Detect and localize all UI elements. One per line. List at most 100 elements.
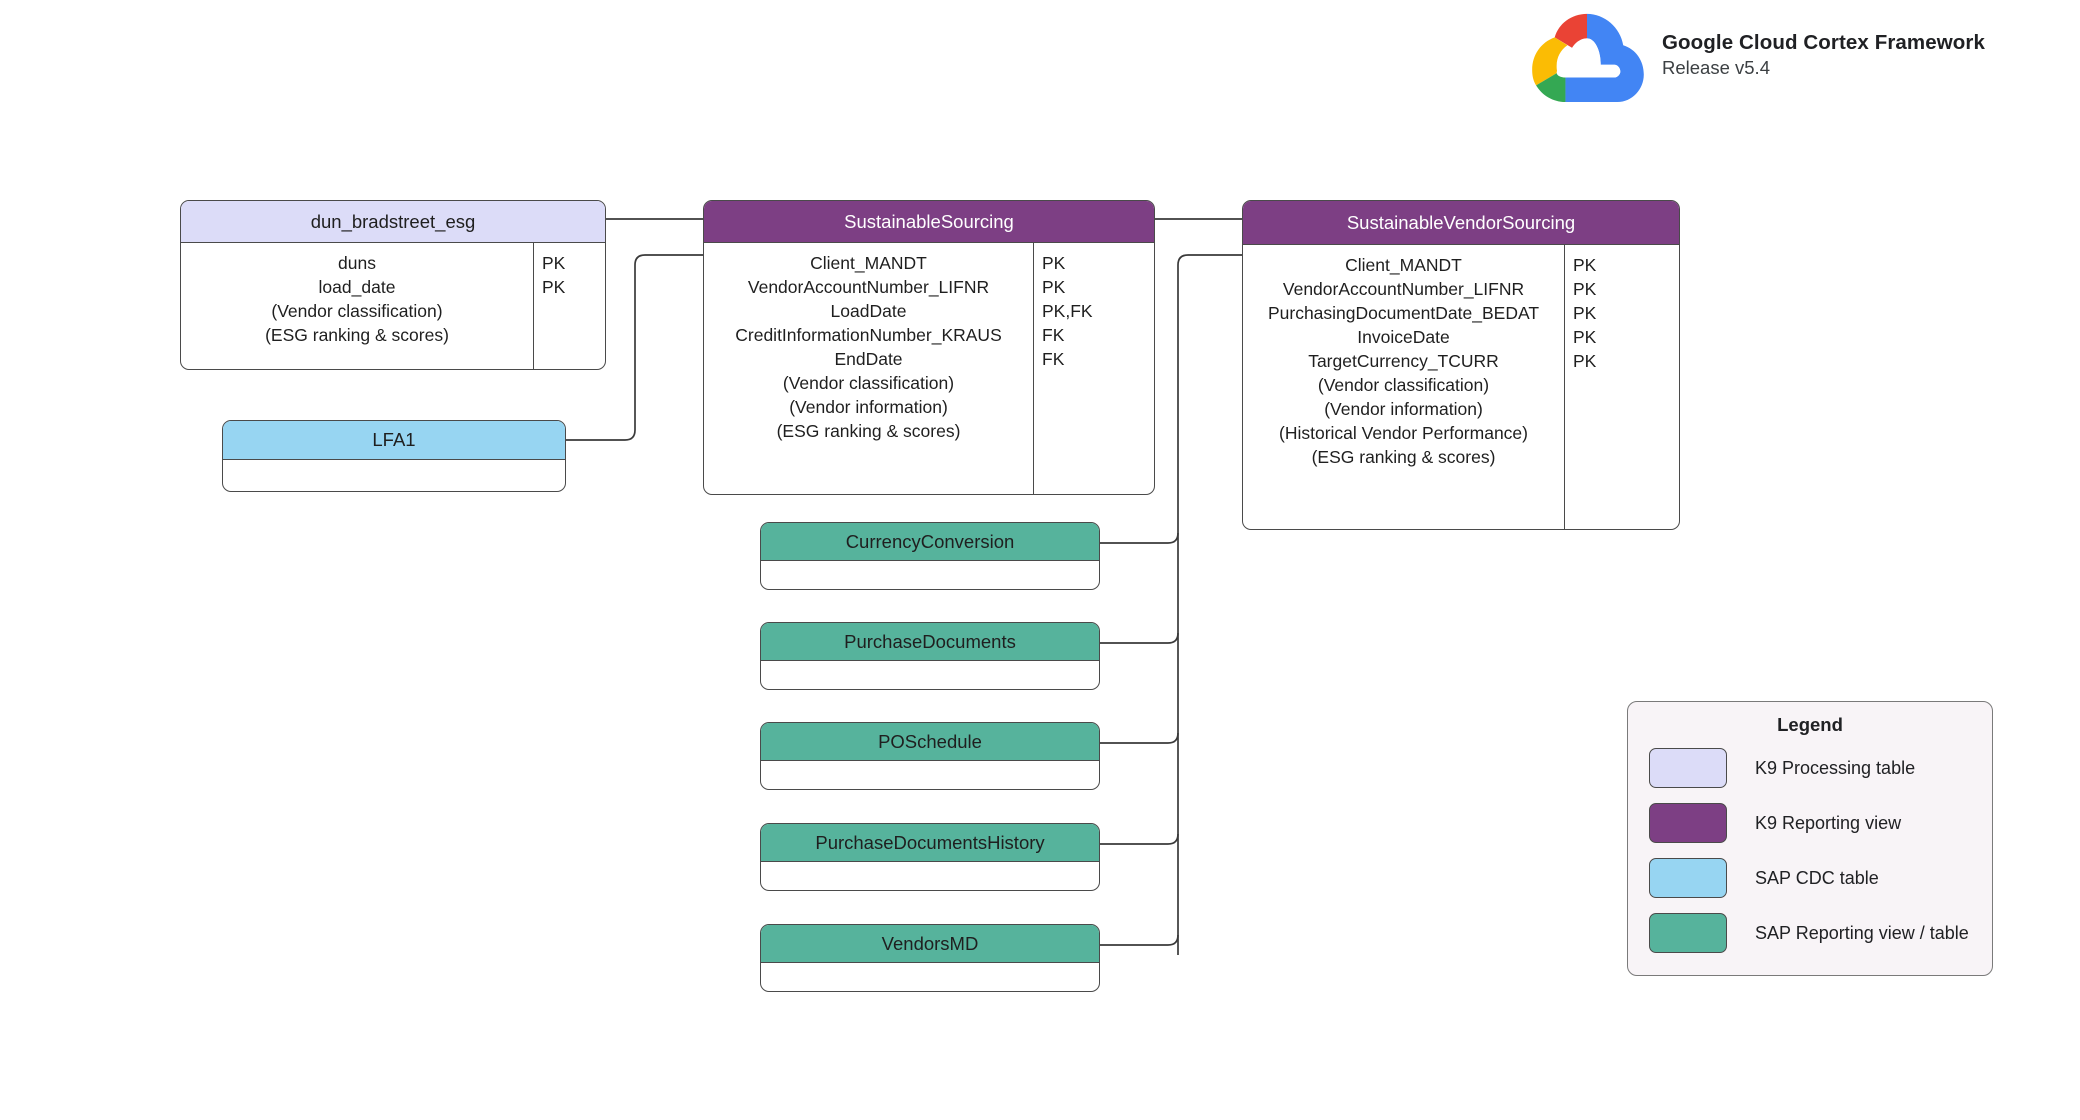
attribute-name: (Vendor information) xyxy=(789,396,948,417)
attribute-name: (ESG ranking & scores) xyxy=(265,324,449,345)
entity-body-lfa1 xyxy=(223,460,565,491)
entity-body-po-schedule xyxy=(761,761,1099,789)
attribute-name: (Historical Vendor Performance) xyxy=(1279,422,1528,443)
entity-purchase-documents-history[interactable]: PurchaseDocumentsHistory xyxy=(760,823,1100,891)
entity-vendors-md[interactable]: VendorsMD xyxy=(760,924,1100,992)
entity-header-po-schedule: POSchedule xyxy=(761,723,1099,761)
attribute-row: load_date PK xyxy=(181,275,605,299)
key-column-divider xyxy=(1033,243,1034,494)
entity-title: VendorsMD xyxy=(881,932,979,954)
attribute-row: (Historical Vendor Performance) xyxy=(1243,421,1679,445)
legend-label: SAP Reporting view / table xyxy=(1755,922,1969,943)
attribute-name: (ESG ranking & scores) xyxy=(776,420,961,441)
legend-label: K9 Reporting view xyxy=(1755,812,1902,833)
attribute-key: PK xyxy=(1573,350,1597,371)
attribute-row: (Vendor information) xyxy=(1243,397,1679,421)
entity-title: CurrencyConversion xyxy=(845,530,1015,552)
entity-body-sustainable-vendor-sourcing: Client_MANDT PK VendorAccountNumber_LIFN… xyxy=(1243,245,1679,529)
attribute-name: (Vendor classification) xyxy=(1317,374,1490,395)
legend-item-sap-reporting-view-table: SAP Reporting view / table xyxy=(1628,910,1992,956)
entity-header-lfa1: LFA1 xyxy=(223,421,565,460)
attribute-row: (Vendor classification) xyxy=(704,371,1154,395)
legend-item-k9-processing-table: K9 Processing table xyxy=(1628,745,1992,791)
connector-currency-conversion-to-bus xyxy=(1100,532,1179,544)
attribute-name: (Vendor information) xyxy=(1324,398,1483,419)
attribute-row: VendorAccountNumber_LIFNR PK xyxy=(1243,277,1679,301)
attribute-key: FK xyxy=(1042,348,1065,369)
attribute-name: LoadDate xyxy=(830,300,907,321)
attribute-key: PK xyxy=(542,276,566,297)
attribute-key: PK,FK xyxy=(1042,300,1093,321)
attribute-name: PurchasingDocumentDate_BEDAT xyxy=(1267,302,1540,323)
google-cloud-logo xyxy=(1532,13,1644,102)
entity-body-sustainable-sourcing: Client_MANDT PK VendorAccountNumber_LIFN… xyxy=(704,243,1154,494)
attribute-row: InvoiceDate PK xyxy=(1243,325,1679,349)
legend-title: Legend xyxy=(1777,714,1843,735)
entity-po-schedule[interactable]: POSchedule xyxy=(760,722,1100,790)
entity-title: PurchaseDocuments xyxy=(844,630,1016,652)
connector-vendors-md-to-bus xyxy=(1100,934,1179,946)
entity-title: PurchaseDocumentsHistory xyxy=(815,831,1045,853)
attribute-key: PK xyxy=(1573,254,1597,275)
legend-label: SAP CDC table xyxy=(1755,867,1879,888)
attribute-key: PK xyxy=(1573,278,1597,299)
entity-title: SustainableSourcing xyxy=(844,210,1014,232)
entity-dun-bradstreet-esg[interactable]: dun_bradstreet_esg duns PK load_date PK … xyxy=(180,200,606,370)
attribute-key: PK xyxy=(542,252,566,273)
attribute-name: load_date xyxy=(318,276,396,297)
attribute-name: VendorAccountNumber_LIFNR xyxy=(1282,278,1525,299)
entity-currency-conversion[interactable]: CurrencyConversion xyxy=(760,522,1100,590)
attribute-name: CreditInformationNumber_KRAUS xyxy=(735,324,1002,345)
entity-header-purchase-documents: PurchaseDocuments xyxy=(761,623,1099,661)
entity-sustainable-sourcing[interactable]: SustainableSourcing Client_MANDT PK Vend… xyxy=(703,200,1155,495)
key-column-divider xyxy=(1564,245,1565,529)
attribute-row: (ESG ranking & scores) xyxy=(1243,445,1679,469)
entity-sustainable-vendor-sourcing[interactable]: SustainableVendorSourcing Client_MANDT P… xyxy=(1242,200,1680,530)
attribute-key: PK xyxy=(1573,302,1597,323)
attribute-name: Client_MANDT xyxy=(810,252,927,273)
attribute-name: TargetCurrency_TCURR xyxy=(1308,350,1499,371)
attribute-row: (Vendor information) xyxy=(704,395,1154,419)
legend-swatch-sap-cdc-table xyxy=(1649,858,1727,898)
brand-title: Google Cloud Cortex Framework xyxy=(1662,31,1985,55)
attribute-name: VendorAccountNumber_LIFNR xyxy=(747,276,990,297)
legend-label: K9 Processing table xyxy=(1755,757,1916,778)
entity-header-sustainable-vendor-sourcing: SustainableVendorSourcing xyxy=(1243,201,1679,245)
entity-purchase-documents[interactable]: PurchaseDocuments xyxy=(760,622,1100,690)
entity-header-purchase-documents-history: PurchaseDocumentsHistory xyxy=(761,824,1099,862)
attribute-name: Client_MANDT xyxy=(1345,254,1462,275)
entity-body-purchase-documents xyxy=(761,661,1099,689)
attribute-row: LoadDate PK,FK xyxy=(704,299,1154,323)
attribute-row: EndDate FK xyxy=(704,347,1154,371)
legend-panel: Legend K9 Processing table K9 Reporting … xyxy=(1627,701,1993,976)
legend-swatch-k9-reporting-view xyxy=(1649,803,1727,843)
attribute-row: Client_MANDT PK xyxy=(704,251,1154,275)
entity-header-sustainable-sourcing: SustainableSourcing xyxy=(704,201,1154,243)
attribute-row: (Vendor classification) xyxy=(181,299,605,323)
connector-bus-to-vendor-sourcing xyxy=(1177,254,1242,955)
attribute-key: PK xyxy=(1573,326,1597,347)
brand-header: Google Cloud Cortex Framework Release v5… xyxy=(1528,8,1985,102)
attribute-name: (Vendor classification) xyxy=(782,372,955,393)
attribute-key: FK xyxy=(1042,324,1065,345)
legend-swatch-k9-processing-table xyxy=(1649,748,1727,788)
brand-release: Release v5.4 xyxy=(1662,57,1770,79)
connector-purchase-documents-history-to-bus xyxy=(1100,833,1179,845)
attribute-row: (ESG ranking & scores) xyxy=(704,419,1154,443)
connector-purchase-documents-to-bus xyxy=(1100,632,1179,644)
attribute-row: TargetCurrency_TCURR PK xyxy=(1243,349,1679,373)
legend-item-sap-cdc-table: SAP CDC table xyxy=(1628,855,1992,901)
entity-title: SustainableVendorSourcing xyxy=(1346,211,1576,233)
legend-swatch-sap-reporting-view-table xyxy=(1649,913,1727,953)
entity-body-currency-conversion xyxy=(761,561,1099,589)
attribute-name: EndDate xyxy=(834,348,903,369)
entity-header-dun-bradstreet-esg: dun_bradstreet_esg xyxy=(181,201,605,243)
attribute-row: (Vendor classification) xyxy=(1243,373,1679,397)
attribute-row: (ESG ranking & scores) xyxy=(181,323,605,347)
entity-title: LFA1 xyxy=(372,429,416,450)
entity-lfa1[interactable]: LFA1 xyxy=(222,420,566,492)
attribute-name: (Vendor classification) xyxy=(271,300,443,321)
connector-po-schedule-to-bus xyxy=(1100,732,1179,744)
attribute-key: PK xyxy=(1042,252,1066,273)
attribute-key: PK xyxy=(1042,276,1066,297)
